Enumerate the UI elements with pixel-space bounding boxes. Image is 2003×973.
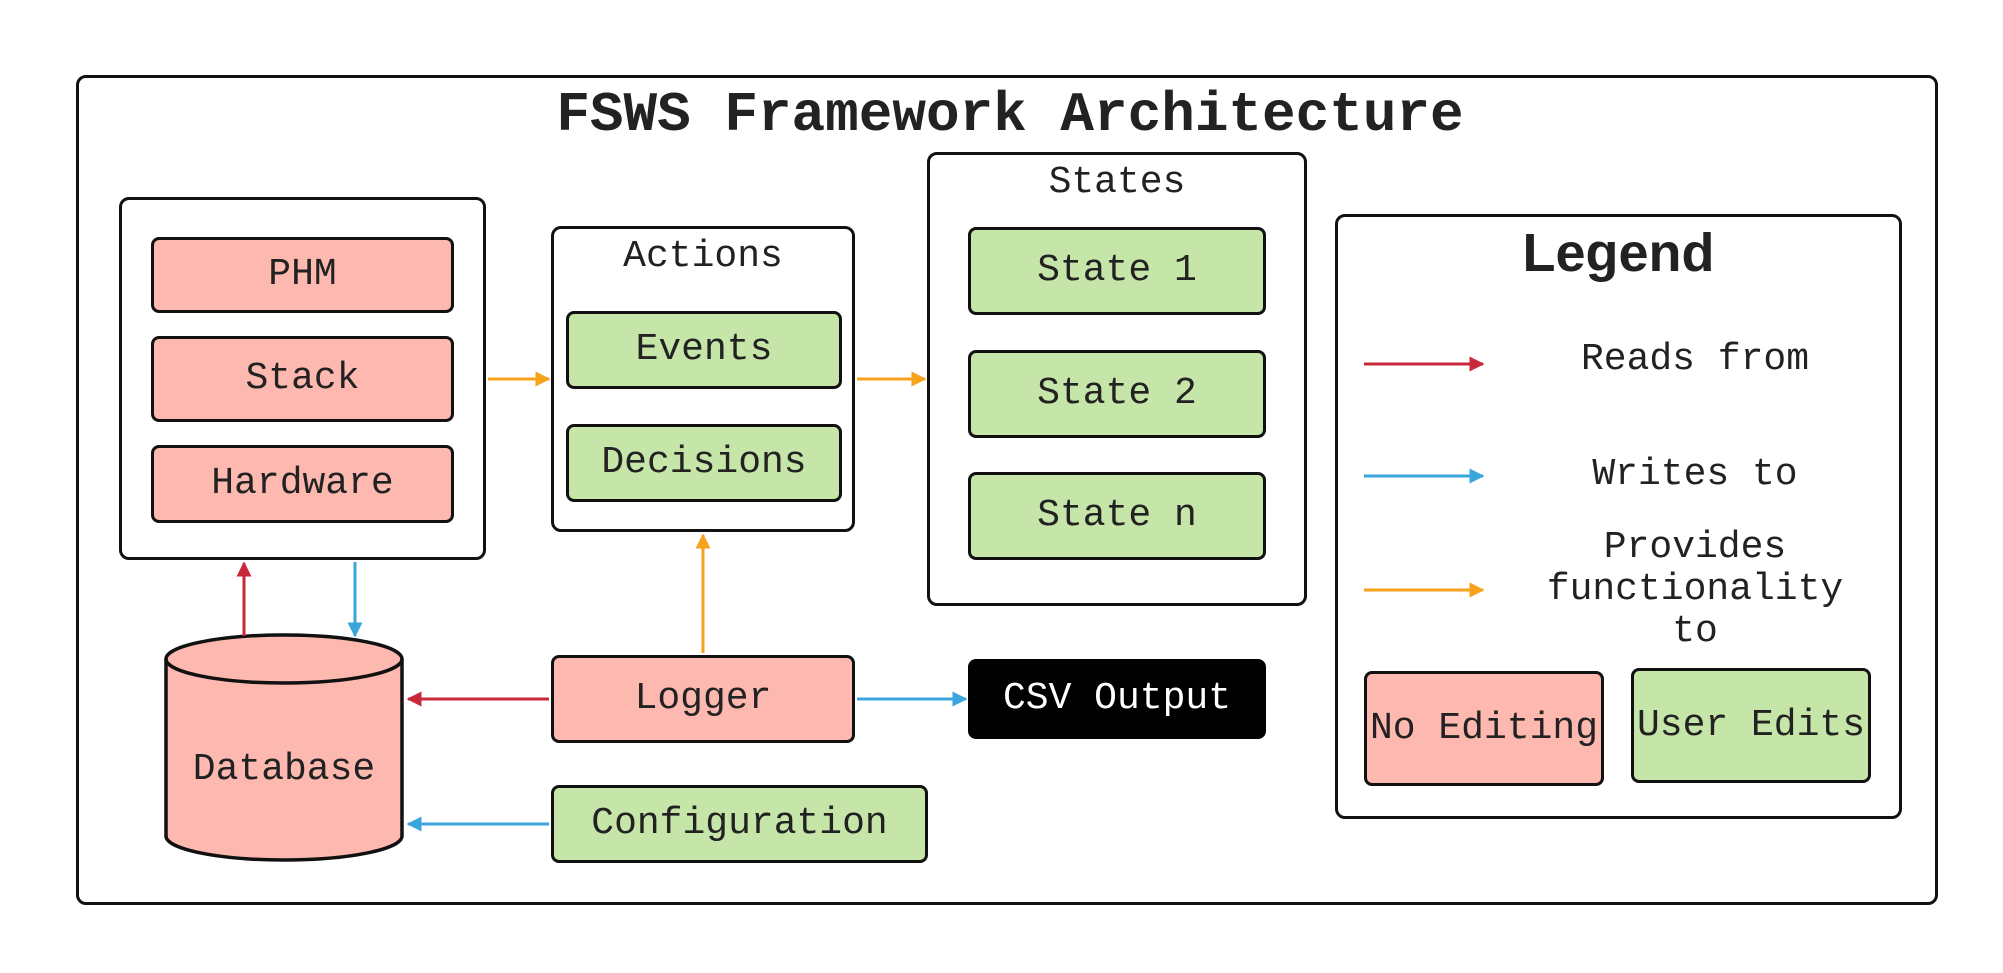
legend-user-edits-swatch: User Edits	[1631, 668, 1871, 783]
states-group-title: States	[1048, 161, 1186, 204]
legend-title: Legend	[1522, 223, 1715, 283]
configuration-node: Configuration	[551, 785, 928, 863]
diagram-title: FSWS Framework Architecture	[556, 83, 1464, 147]
legend-provides-label: Provides functionality to	[1546, 526, 1844, 653]
legend-no-editing-swatch: No Editing	[1364, 671, 1604, 786]
legend-writes-label: Writes to	[1592, 453, 1798, 496]
hardware-node: Hardware	[151, 445, 454, 523]
state-2-node: State 2	[968, 350, 1266, 438]
phm-node: PHM	[151, 237, 454, 313]
state-1-node: State 1	[968, 227, 1266, 315]
logger-node: Logger	[551, 655, 855, 743]
decisions-node: Decisions	[566, 424, 842, 502]
events-node: Events	[566, 311, 842, 389]
actions-group-title: Actions	[623, 235, 783, 278]
database-label: Database	[192, 748, 376, 792]
legend-reads-label: Reads from	[1580, 338, 1810, 381]
csv-output-node: CSV Output	[968, 659, 1266, 739]
database-cylinder	[164, 633, 404, 862]
stack-node: Stack	[151, 336, 454, 422]
state-n-node: State n	[968, 472, 1266, 560]
